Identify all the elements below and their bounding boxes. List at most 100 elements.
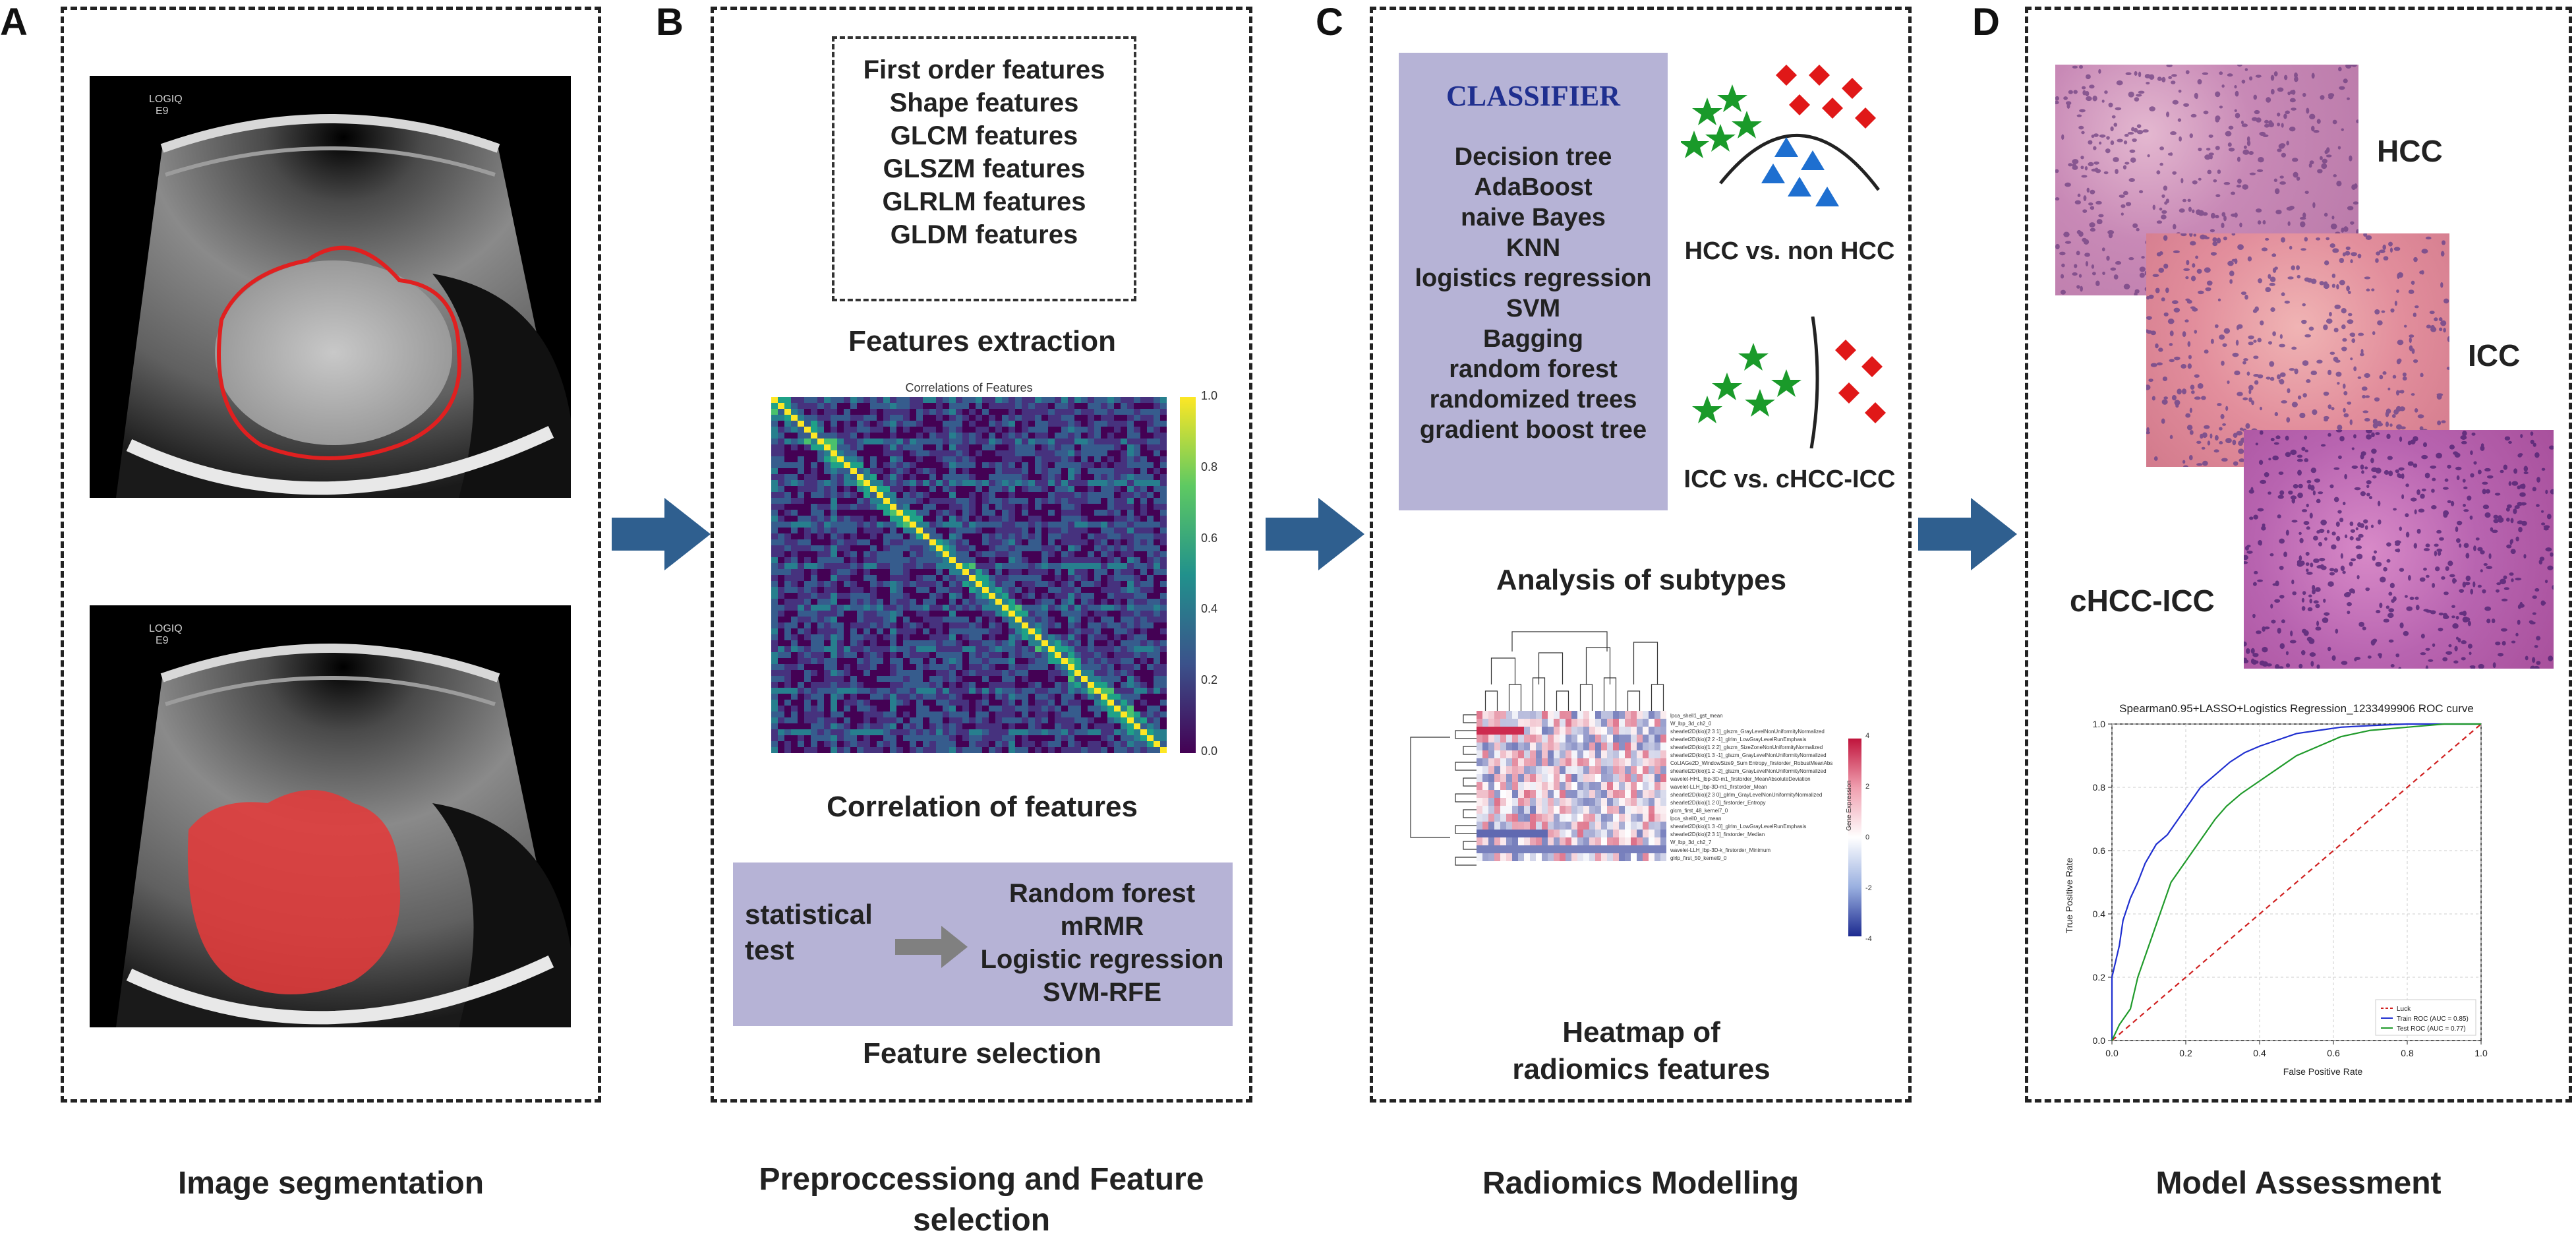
panel-d-caption: Model Assessment [2025,1163,2572,1204]
colorbar-tick: 0.8 [1201,460,1247,474]
colorbar-tick: 0.0 [1201,744,1247,758]
roc-x-tick: 0.8 [2401,1048,2414,1058]
heatmap-label-line: Heatmap of [1384,1014,1898,1051]
roc-y-tick: 0.6 [2093,845,2106,856]
heatmap-row-label: glrlp_first_50_kernel9_0 [1670,855,1727,861]
roc-legend-entry: Test ROC (AUC = 0.77) [2397,1025,2466,1033]
colorbar-ticks: 1.0 0.8 0.6 0.4 0.2 0.0 [1201,389,1247,758]
arrow-right-icon [1918,498,2017,570]
roc-x-tick: 0.4 [2253,1048,2266,1058]
heatmap-row-label: shearlet2D(kio)[2 2 -1]_glrlm_LowGrayLev… [1670,737,1806,742]
triangle-icon [1788,177,1811,197]
triangle-icon [1815,187,1839,206]
colorbar-tick: 0.4 [1201,602,1247,616]
diamond-icon [1776,65,1797,86]
heatmap-colorbar-tick: -2 [1865,884,1885,892]
diamond-icon [1855,107,1876,129]
grey-arrow-icon [895,926,968,968]
star-icon [1681,131,1709,158]
roc-legend-entry: Luck [2397,1006,2411,1013]
panel-c-caption: Radiomics Modelling [1370,1163,1912,1204]
correlation-heatmap [771,397,1167,753]
star-icon [1692,396,1722,423]
svg-text:E9: E9 [156,106,169,117]
roc-x-tick: 0.6 [2327,1048,2340,1058]
histology-chcc-icc-image [2244,430,2554,669]
panel-a-letter: A [0,0,28,44]
star-icon [1712,373,1742,400]
feature-types-box: First order features Shape features GLCM… [832,36,1136,301]
heatmap-row-label: shearlet2D(kio)[1 3 -1]_glszm_GrayLevelN… [1670,752,1827,758]
heatmap-row-label: shearlet2D(kio)[1 2 2]_glszm_SizeZoneNon… [1670,744,1823,750]
heatmap-row-label: shearlet2D(kio)[2 3 1]_glszm_GrayLevelNo… [1670,729,1825,735]
heatmap-label: Heatmap of radiomics features [1384,1014,1898,1088]
selection-method: SVM-RFE [970,976,1234,1009]
feature-type: GLRLM features [834,185,1134,218]
ultrasound-bottom-brand: LOGIQ [149,623,183,634]
features-extraction-label: Features extraction [725,323,1239,360]
panel-b-caption-line: Preproccessiong and Feature [711,1159,1252,1200]
classifier-item: naive Bayes [1399,202,1668,233]
classifier-item: Decision tree [1399,142,1668,172]
diamond-icon [1835,340,1856,361]
roc-x-tick: 1.0 [2474,1048,2488,1058]
heatmap-colorbar-tick: -4 [1865,935,1885,943]
heatmap-colorbar-tick: 0 [1865,833,1885,841]
heatmap-row-label: shearlet2D(kio)[1 3 -0]_glrlm_LowGrayLev… [1670,824,1806,830]
roc-x-axis-label: False Positive Rate [2283,1066,2363,1077]
roc-y-tick: 0.4 [2093,909,2106,919]
correlation-heatmap-title: Correlations of Features [771,381,1167,395]
selection-method: mRMR [970,910,1234,943]
heatmap-colorbar-ticks: 4 2 0 -2 -4 [1865,732,1885,943]
correlation-label: Correlation of features [725,789,1239,826]
colorbar-tick: 1.0 [1201,389,1247,403]
heatmap-row-label: shearlet2D(kio)[2 3 1]_firstorder_Median [1670,832,1765,837]
panel-c-letter: C [1316,0,1343,44]
task-icc-vs-chcc-icc: ICC vs. cHCC-ICC [1674,466,1905,494]
classifier-title: CLASSIFIER [1399,79,1668,113]
classifier-item: gradient boost tree [1399,415,1668,445]
feature-type: GLDM features [834,218,1134,251]
heatmap-row-label: wavelet-LLH_lbp-3D-m1_firstorder_Mean [1670,784,1767,790]
star-icon [1692,98,1722,125]
panel-b-caption: Preproccessiong and Feature selection [711,1159,1252,1241]
panel-b-caption-line: selection [711,1200,1252,1241]
panel-a-caption: Image segmentation [61,1163,601,1204]
analysis-of-subtypes-label: Analysis of subtypes [1384,562,1898,599]
statistical-test-line: statistical [745,897,903,932]
heatmap-colorbar-tick: 4 [1865,732,1885,740]
arrow-right-icon [1266,498,1364,570]
classification-sketch-2-icon [1687,317,1892,448]
svg-text:E9: E9 [156,635,169,646]
diamond-icon [1789,94,1810,115]
task-hcc-vs-non-hcc: HCC vs. non HCC [1674,237,1905,266]
classifier-box: CLASSIFIER Decision tree AdaBoost naive … [1399,53,1668,510]
classifier-item: Bagging [1399,324,1668,354]
classifier-item: random forest [1399,354,1668,384]
heatmap-row-label: shearlet2D(kio)[1 2 -2]_glszm_GrayLevelN… [1670,768,1827,774]
heatmap-colorbar-label: Gene Expression [1846,752,1853,831]
diamond-icon [1809,65,1830,86]
selection-method: Random forest [970,877,1234,910]
roc-legend-entry: Train ROC (AUC = 0.85) [2397,1015,2469,1023]
star-icon [1732,111,1762,138]
feature-type: Shape features [834,86,1134,119]
diamond-icon [1822,98,1843,119]
heatmap-row-label: shearlet2D(kio)[2 3 0]_glrlm_GrayLevelNo… [1670,792,1822,798]
triangle-icon [1801,150,1825,170]
classifier-item: logistics regression [1399,263,1668,293]
roc-chart-title: Spearman0.95+LASSO+Logistics Regression_… [2119,702,2474,715]
classifier-list: Decision tree AdaBoost naive Bayes KNN l… [1399,142,1668,445]
selection-method: Logistic regression [970,943,1234,976]
heatmap-colorbar-tick: 2 [1865,783,1885,791]
histology-label-chcc-icc: cHCC-ICC [2070,583,2215,619]
heatmap-row-label: glcm_first_48_kernel7_0 [1670,808,1728,814]
ultrasound-top-brand: LOGIQ [149,94,183,105]
heatmap-row-label: wavelet-LLH_lbp-3D-k_firstorder_Minimum [1670,847,1771,853]
feature-type: First order features [834,53,1134,86]
roc-x-tick: 0.2 [2179,1048,2192,1058]
heatmap-row-label: lpca_shell1_gst_mean [1670,713,1723,719]
roc-y-axis-label: True Positive Rate [2064,857,2074,933]
star-icon [1705,124,1736,152]
heatmap-row-label: W_lbp_3d_ch2_7 [1670,839,1712,845]
